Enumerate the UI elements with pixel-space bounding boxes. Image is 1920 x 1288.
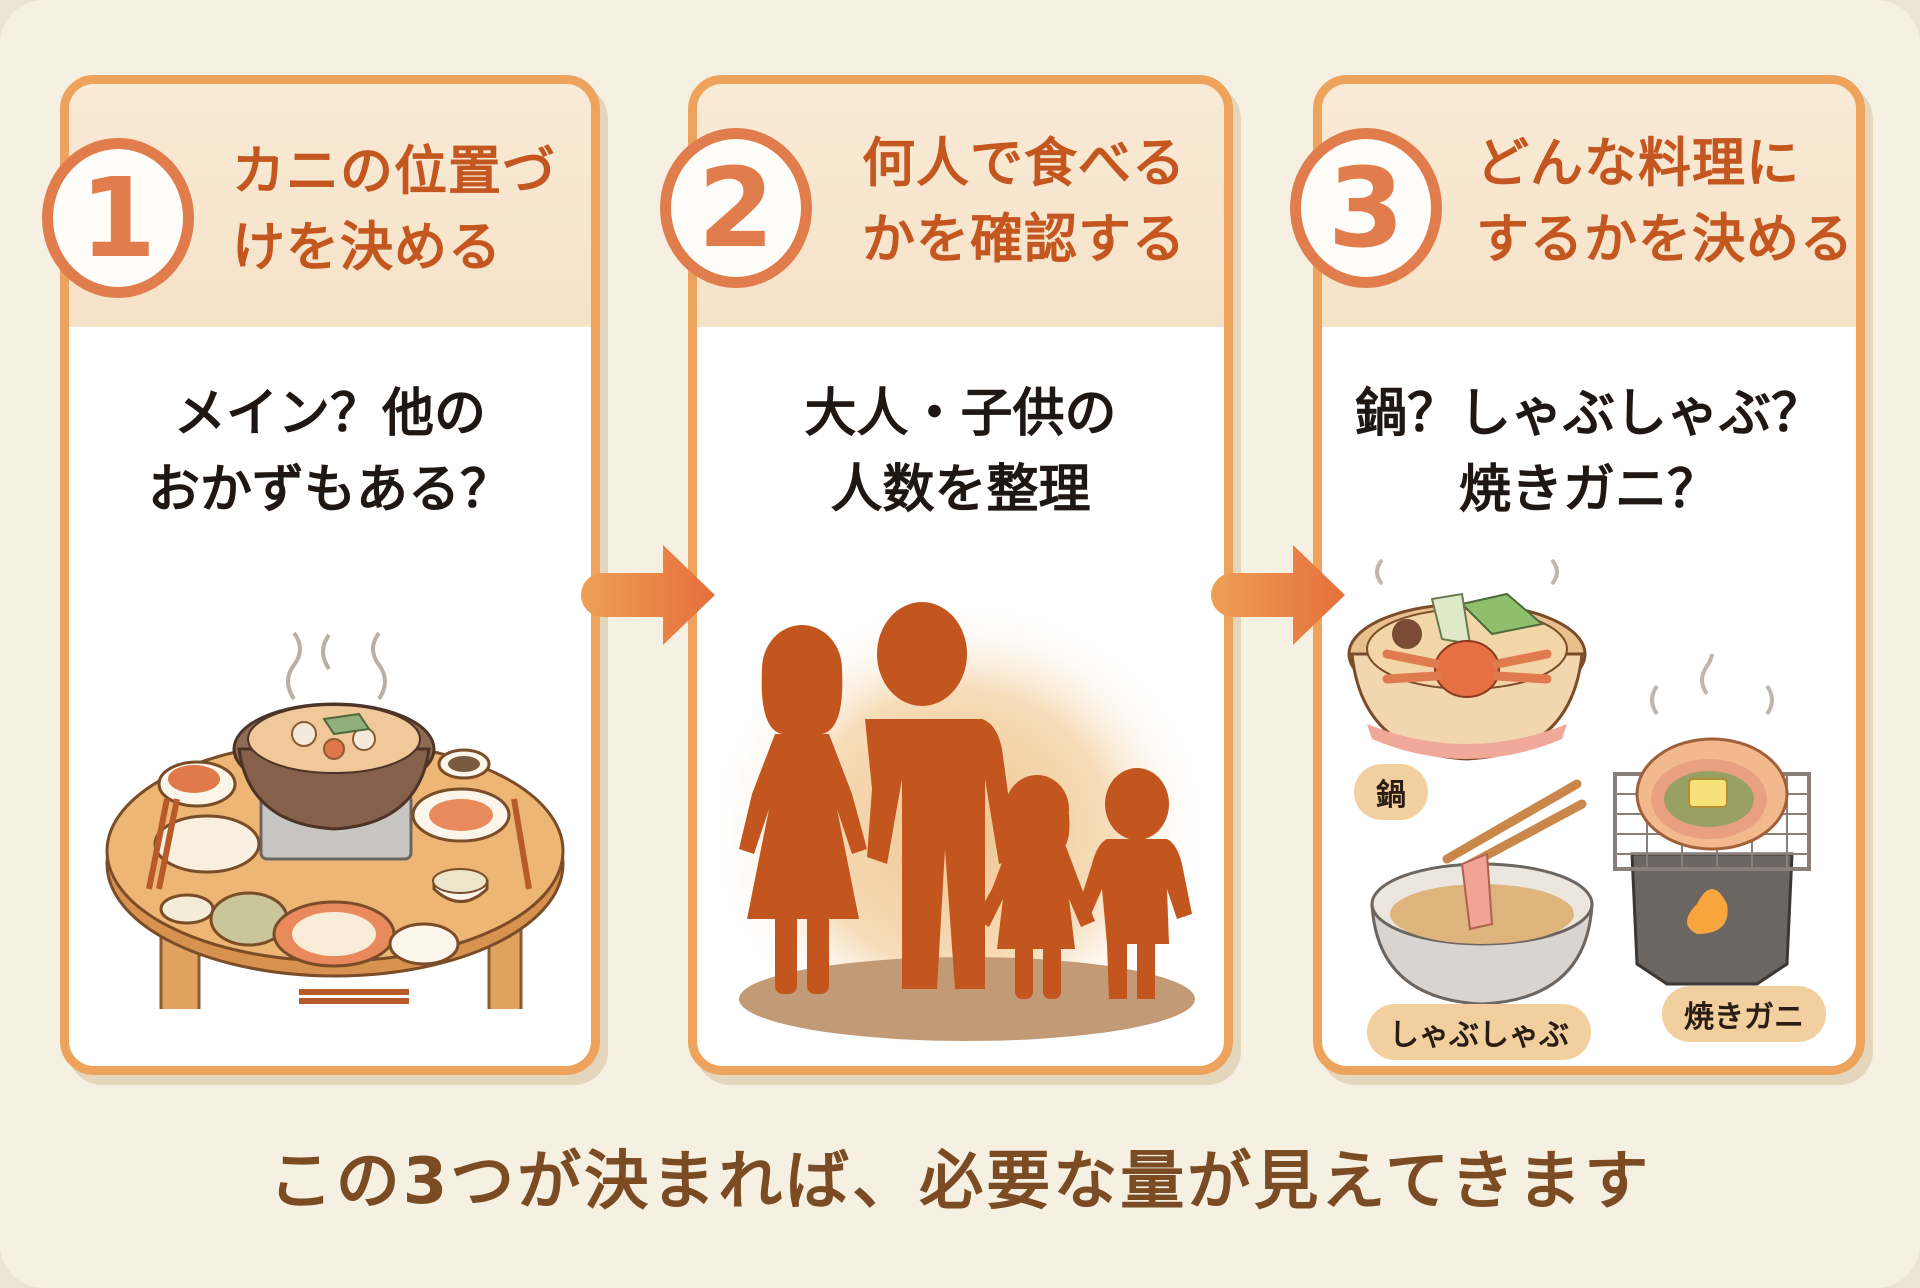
dish-label-shabu: しゃぶしゃぶ xyxy=(1367,1004,1591,1060)
step-3-question-line1: 鍋？しゃぶしゃぶ？ xyxy=(1354,384,1823,444)
step-3-question-line2: 焼きガニ？ xyxy=(1458,460,1719,520)
step-3-title: どんな料理に するかを決める xyxy=(1476,126,1854,278)
step-2-number: 2 xyxy=(697,144,775,272)
dish-label-yaki: 焼きガニ xyxy=(1662,986,1826,1042)
step-1-title-line2: けを決める xyxy=(232,217,502,278)
step-3-number: 3 xyxy=(1327,144,1405,272)
step-3-question: 鍋？しゃぶしゃぶ？ 焼きガニ？ xyxy=(1322,376,1856,528)
step-2-question-line1: 大人・子供の xyxy=(804,384,1117,444)
step-1-question-line1: メイン？他の xyxy=(173,384,486,444)
nabe-table-icon xyxy=(89,589,569,1009)
crab-hotpot-icon xyxy=(1342,554,1592,769)
family-silhouette-icon xyxy=(697,589,1224,1049)
shabu-shabu-icon xyxy=(1362,774,1602,1034)
dish-label-nabe-text: 鍋 xyxy=(1376,778,1406,813)
dish-label-shabu-text: しゃぶしゃぶ xyxy=(1389,1018,1569,1053)
summary-footer: この3つが決まれば、必要な量が見えてきます xyxy=(268,1145,1652,1219)
arrow-right-icon xyxy=(1205,545,1350,645)
dish-label-yaki-text: 焼きガニ xyxy=(1684,1000,1804,1035)
step-1-title-line1: カニの位置づ xyxy=(232,141,556,202)
step-1-number: 1 xyxy=(79,154,157,282)
step-2-number-badge: 2 xyxy=(660,128,812,288)
step-3-title-line1: どんな料理に xyxy=(1476,133,1800,194)
arrow-right-icon xyxy=(575,545,720,645)
step-1-title: カニの位置づ けを決める xyxy=(232,134,556,286)
step-1-number-badge: 1 xyxy=(42,138,194,298)
step-2-question: 大人・子供の 人数を整理 xyxy=(697,376,1224,528)
step-card-3: 鍋？しゃぶしゃぶ？ 焼きガニ？ xyxy=(1313,75,1865,1075)
step-3-title-line2: するかを決める xyxy=(1476,209,1854,270)
step-2-question-line2: 人数を整理 xyxy=(830,460,1091,520)
dish-label-nabe: 鍋 xyxy=(1354,764,1428,820)
step-3-number-badge: 3 xyxy=(1290,128,1442,288)
step-2-title-line2: かを確認する xyxy=(862,209,1186,270)
step-1-question: メイン？他の おかずもある？ xyxy=(69,376,591,528)
step-1-question-line2: おかずもある？ xyxy=(147,460,512,520)
step-2-title-line1: 何人で食べる xyxy=(862,133,1186,194)
grilled-crab-icon xyxy=(1597,654,1827,1014)
step-2-title: 何人で食べる かを確認する xyxy=(862,126,1186,278)
